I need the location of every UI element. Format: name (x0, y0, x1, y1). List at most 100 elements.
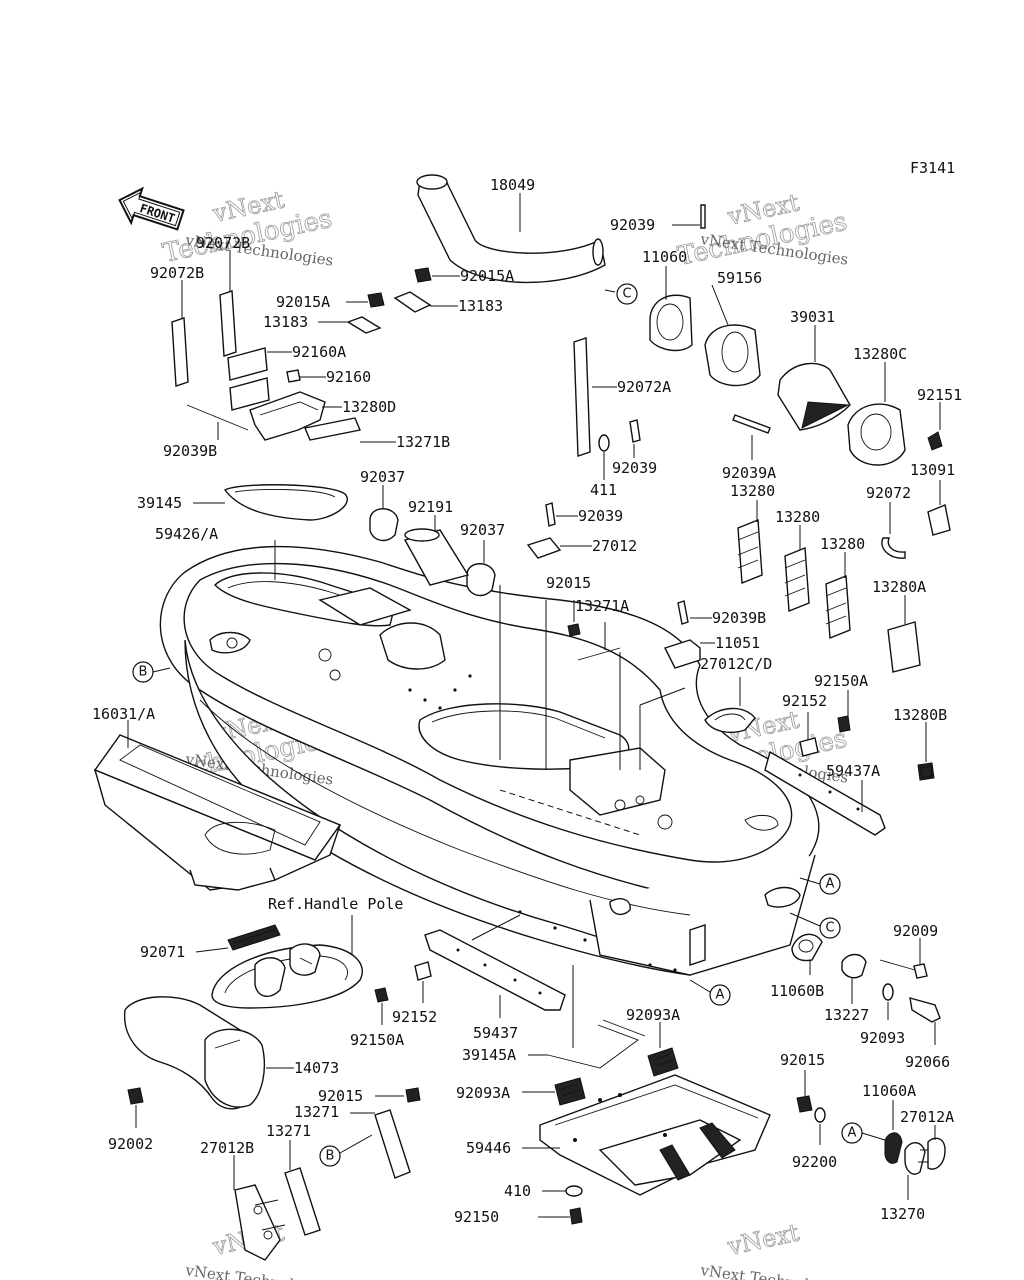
strap-92072A (573, 337, 591, 457)
label-92037-b: 92037 (460, 521, 505, 539)
label-92191: 92191 (408, 498, 453, 516)
svg-text:C: C (825, 921, 834, 936)
pad-92093A-b (554, 1077, 586, 1106)
label-13183-a: 13183 (458, 297, 503, 315)
label-39145: 39145 (137, 494, 182, 512)
label-92039A: 92039A (722, 464, 776, 482)
label-92072B-a: 92072B (150, 264, 204, 282)
label-92152-left: 92152 (392, 1008, 437, 1026)
label-92015-right: 92015 (780, 1051, 825, 1069)
callout-c-top (616, 283, 638, 305)
label-13280-b: 13280 (775, 508, 820, 526)
label-92150A-left: 92150A (350, 1031, 404, 1049)
label-18049: 18049 (490, 176, 535, 194)
label-92037-a: 92037 (360, 468, 405, 486)
label-59437: 59437 (473, 1024, 518, 1042)
watermark-top-left: vNext Technologies vNext Technologies (160, 185, 335, 270)
svg-text:C: C (622, 287, 631, 302)
ride-plate-59446 (539, 1074, 771, 1196)
tray-16031 (93, 734, 342, 891)
label-92066: 92066 (905, 1053, 950, 1071)
watermark-top-right: vNext Technologies vNext Technologies (675, 188, 850, 272)
hose-18049 (416, 174, 606, 284)
figure-code: F3141 (910, 159, 955, 177)
flange-59156 (704, 324, 761, 387)
label-59156: 59156 (717, 269, 762, 287)
duct-14073 (123, 996, 265, 1110)
label-92071: 92071 (140, 943, 185, 961)
label-13271B: 13271B (396, 433, 450, 451)
label-13183-b: 13183 (263, 313, 308, 331)
label-39031: 39031 (790, 308, 835, 326)
label-13271A: 13271A (575, 597, 629, 615)
label-13280-a: 13280 (730, 482, 775, 500)
callout-a-mid (709, 984, 731, 1006)
label-27012CD: 27012C/D (700, 655, 772, 673)
label-13091: 13091 (910, 461, 955, 479)
label-92160A: 92160A (292, 343, 346, 361)
bracket-13280D (249, 391, 326, 441)
handle-pole-plate (211, 943, 363, 1009)
label-92150: 92150 (454, 1208, 499, 1226)
label-59426: 59426/A (155, 525, 218, 543)
svg-text:vNext Technologies: vNext Technologies (183, 1261, 334, 1280)
gasket-13280C (847, 403, 906, 466)
label-92015A-b: 92015A (276, 293, 330, 311)
label-92151: 92151 (917, 386, 962, 404)
label-92072B-b: 92072B (196, 234, 250, 252)
label-92093: 92093 (860, 1029, 905, 1047)
label-411: 411 (590, 481, 617, 499)
label-13280A: 13280A (872, 578, 926, 596)
label-27012B: 27012B (200, 1139, 254, 1157)
clamp-13280-a (737, 518, 763, 585)
label-13280C: 13280C (853, 345, 907, 363)
watermark-bottom-right: vNext vNext Technologies (698, 1218, 849, 1280)
label-13270: 13270 (880, 1205, 925, 1223)
label-92039-mid: 92039 (612, 459, 657, 477)
svg-text:A: A (848, 1126, 857, 1141)
label-13271-b: 13271 (266, 1122, 311, 1140)
label-59446: 59446 (466, 1139, 511, 1157)
label-92072A: 92072A (617, 378, 671, 396)
svg-text:A: A (826, 877, 835, 892)
label-92150A-right: 92150A (814, 672, 868, 690)
svg-text:A: A (716, 988, 725, 1003)
label-13271-a: 13271 (294, 1103, 339, 1121)
clamp-13280-b (784, 546, 810, 613)
label-92039B-left: 92039B (163, 442, 217, 460)
label-16031: 16031/A (92, 705, 155, 723)
label-410: 410 (504, 1182, 531, 1200)
strap-92072B-a (171, 317, 189, 387)
label-11060A: 11060A (862, 1082, 916, 1100)
callout-a-lower (841, 1122, 863, 1144)
svg-text:B: B (139, 665, 148, 680)
label-92160: 92160 (326, 368, 371, 386)
label-13280D: 13280D (342, 398, 396, 416)
label-27012A: 27012A (900, 1108, 954, 1126)
label-39145A: 39145A (462, 1046, 516, 1064)
label-92072: 92072 (866, 484, 911, 502)
svg-text:B: B (326, 1149, 335, 1164)
label-59437A: 59437A (826, 762, 880, 780)
guard-27012B (234, 1184, 286, 1261)
label-92015A-a: 92015A (460, 267, 514, 285)
rail-59437 (424, 929, 566, 1011)
strap-92072B-b (219, 290, 237, 357)
label-13280B: 13280B (893, 706, 947, 724)
label-92093A-a: 92093A (626, 1006, 680, 1024)
hose-92191 (403, 528, 470, 586)
label-92002: 92002 (108, 1135, 153, 1153)
pad-92093A-a (647, 1047, 679, 1077)
gasket-11060 (649, 294, 693, 352)
label-92152-right: 92152 (782, 692, 827, 710)
label-92015-low: 92015 (318, 1087, 363, 1105)
note-ref-handle-pole: Ref.Handle Pole (268, 895, 403, 913)
label-92039-top: 92039 (610, 216, 655, 234)
label-13280-c: 13280 (820, 535, 865, 553)
label-92093A-b: 92093A (456, 1084, 510, 1102)
label-92039B-right: 92039B (712, 609, 766, 627)
label-92009: 92009 (893, 922, 938, 940)
svg-text:vNext: vNext (724, 1218, 802, 1261)
front-arrow-icon: FRONT (118, 186, 185, 231)
